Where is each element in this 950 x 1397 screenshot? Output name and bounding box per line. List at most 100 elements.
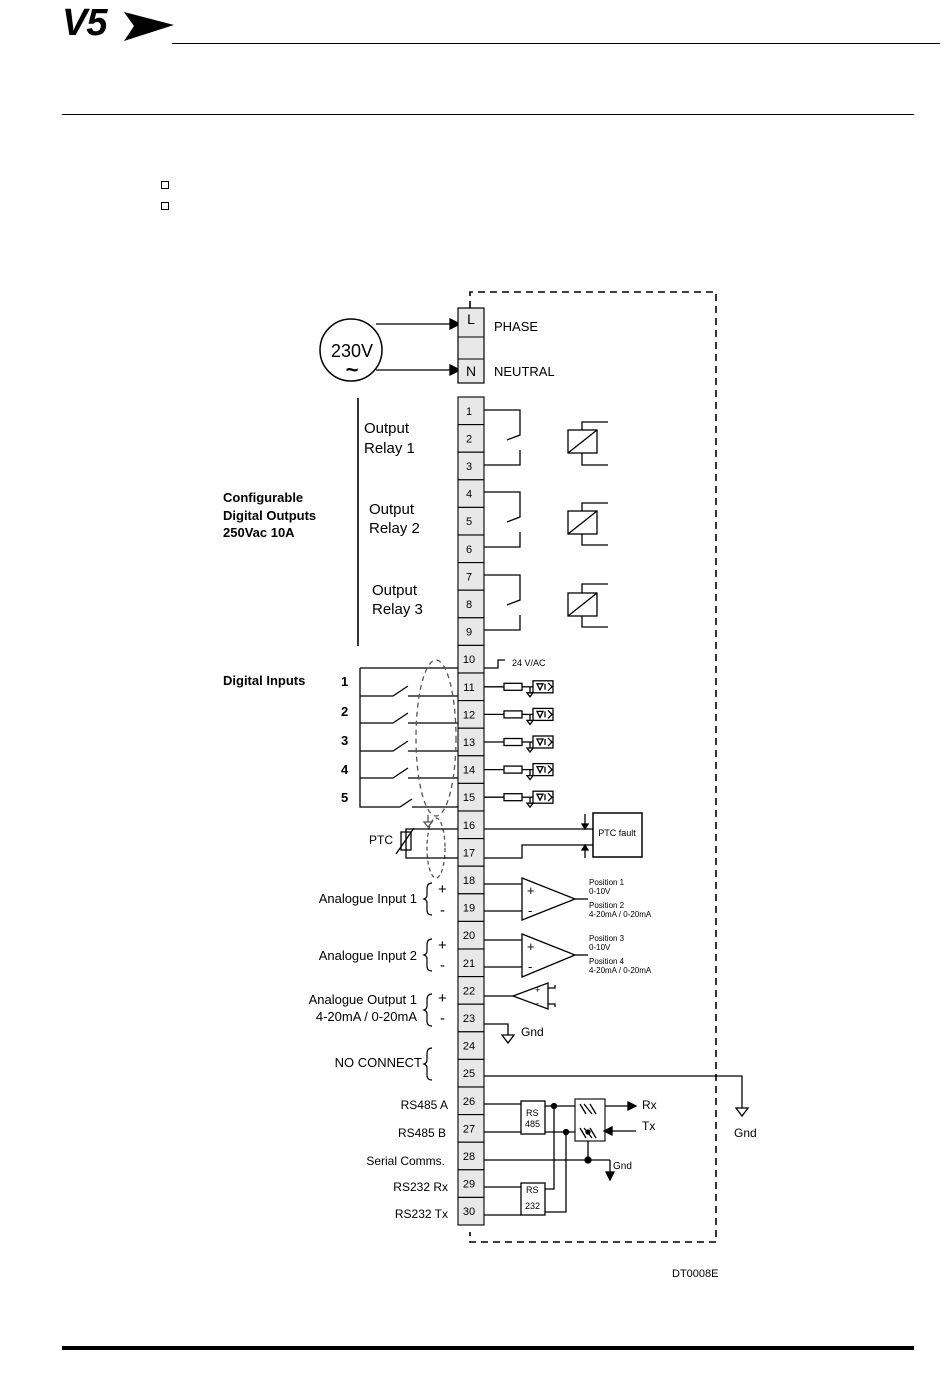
terminal-cell: [457, 893, 485, 922]
gnd-label: Gnd: [734, 1126, 757, 1140]
ptc-fault-label: PTC fault: [598, 828, 636, 838]
buffer-plus: +: [535, 985, 540, 995]
terminal-cell: [457, 396, 485, 426]
terminal-cell: [457, 1196, 485, 1226]
relay-1-line2: Relay 1: [364, 440, 415, 457]
terminal-cell: [457, 1031, 485, 1060]
terminal-number: 11: [463, 682, 474, 694]
terminal-cell: [457, 506, 485, 536]
terminal-cell: [457, 424, 485, 453]
analogue-input-2: Analogue Input 2 + - + - Position 3 0-10…: [319, 934, 652, 975]
position-range: 0-10V: [589, 887, 611, 896]
terminal-number: 25: [463, 1068, 475, 1080]
terminal-cell: [457, 617, 485, 646]
relay-group-label-1: Configurable: [223, 490, 303, 505]
terminal-cell: [457, 1169, 485, 1198]
digital-inputs-label: Digital Inputs: [223, 673, 305, 688]
terminal-cell: [457, 727, 485, 757]
rs485-box-label-1: RS: [526, 1108, 539, 1118]
digital-input-number: 3: [341, 733, 348, 748]
analogue-input-1-label: Analogue Input 1: [319, 891, 417, 906]
ptc-label: PTC: [369, 833, 393, 847]
terminal-number: 8: [466, 599, 472, 611]
terminal-number: 2: [466, 433, 472, 445]
terminal-l: L: [467, 311, 475, 327]
position-label: Position 4: [589, 957, 625, 966]
relay-3-line2: Relay 3: [372, 601, 423, 618]
tx-label: Tx: [642, 1119, 655, 1133]
rs232-box-label-1: RS: [526, 1185, 539, 1195]
terminal-cell: [457, 1003, 485, 1033]
terminal-number: 6: [466, 544, 472, 556]
terminal-cell: [457, 976, 485, 1005]
relay-group-label-2: Digital Outputs: [223, 508, 316, 523]
terminal-number: 20: [463, 930, 475, 942]
relay-group-label-3: 250Vac 10A: [223, 525, 295, 540]
analogue-output-label-1: Analogue Output 1: [309, 992, 417, 1007]
amp-plus: +: [527, 939, 535, 954]
checkbox-bullet-1: [161, 181, 169, 189]
section-rule: [62, 114, 914, 115]
footer-rule: [62, 1346, 914, 1350]
bracket: [422, 882, 433, 916]
terminal-cell: [457, 920, 485, 950]
position-range: 4-20mA / 0-20mA: [589, 966, 652, 975]
gnd-label: Gnd: [521, 1025, 544, 1039]
relay-2-line2: Relay 2: [369, 520, 420, 537]
bracket: [422, 1047, 433, 1081]
logo-text: V5: [62, 2, 107, 44]
terminal-number: 17: [463, 847, 475, 859]
header-rule: [172, 43, 940, 44]
terminal-number: 19: [463, 903, 475, 915]
rs232-rx-label: RS232 Rx: [393, 1180, 448, 1194]
terminal-block: L N 123456789101112131415161718192021222…: [457, 307, 485, 1226]
terminal-number: 5: [466, 516, 472, 528]
opto-input: [484, 735, 554, 754]
terminal-number: 4: [466, 489, 472, 501]
terminal-cell: [457, 810, 485, 840]
terminal-number: 18: [463, 875, 475, 887]
rs485-b-label: RS485 B: [398, 1126, 446, 1140]
terminal-number: 3: [466, 461, 472, 473]
terminal-number: 28: [463, 1151, 475, 1163]
plus-sign: +: [438, 881, 447, 898]
serial-comms-label: Serial Comms.: [366, 1154, 445, 1168]
opto-input: [484, 762, 554, 781]
rs232-tx-label: RS232 Tx: [395, 1207, 448, 1221]
neutral-label: NEUTRAL: [494, 364, 555, 379]
bracket: [422, 938, 433, 972]
ac-symbol: ~: [346, 357, 359, 382]
rs232-box-label-2: 232: [525, 1201, 540, 1211]
relay-3-line1: Output: [372, 582, 418, 599]
terminal-cell: [457, 479, 485, 508]
terminal-cell: [457, 1141, 485, 1171]
relay-1-line1: Output: [364, 420, 410, 437]
terminal-number: 1: [466, 406, 472, 418]
opto-input: [484, 707, 554, 726]
no-connect-label: NO CONNECT: [335, 1055, 422, 1070]
terminal-cell: [457, 865, 485, 895]
voltage-label: 230V: [331, 341, 373, 361]
minus-sign: -: [440, 957, 445, 974]
gnd-label: Gnd: [613, 1161, 632, 1172]
terminal-number: 29: [463, 1179, 475, 1191]
position-range: 0-10V: [589, 943, 611, 952]
position-range: 4-20mA / 0-20mA: [589, 910, 652, 919]
terminal-cell: [457, 1058, 485, 1088]
digital-input-number: 2: [341, 704, 348, 719]
phase-label: PHASE: [494, 319, 538, 334]
terminal-number: 7: [466, 571, 472, 583]
analogue-output-label-2: 4-20mA / 0-20mA: [316, 1009, 417, 1024]
terminal-number: 10: [463, 654, 475, 666]
digital-input-number: 1: [341, 674, 348, 689]
terminal-number: 12: [463, 709, 475, 721]
position-label: Position 1: [589, 878, 625, 887]
amp-minus: -: [528, 959, 532, 974]
amp-minus: -: [528, 903, 532, 918]
diagram-code: DT0008E: [672, 1268, 718, 1280]
supply-24v-label: 24 V/AC: [512, 658, 546, 668]
terminal-number: 9: [466, 627, 472, 639]
terminal-number: 24: [463, 1041, 475, 1053]
terminal-number: 26: [463, 1096, 475, 1108]
